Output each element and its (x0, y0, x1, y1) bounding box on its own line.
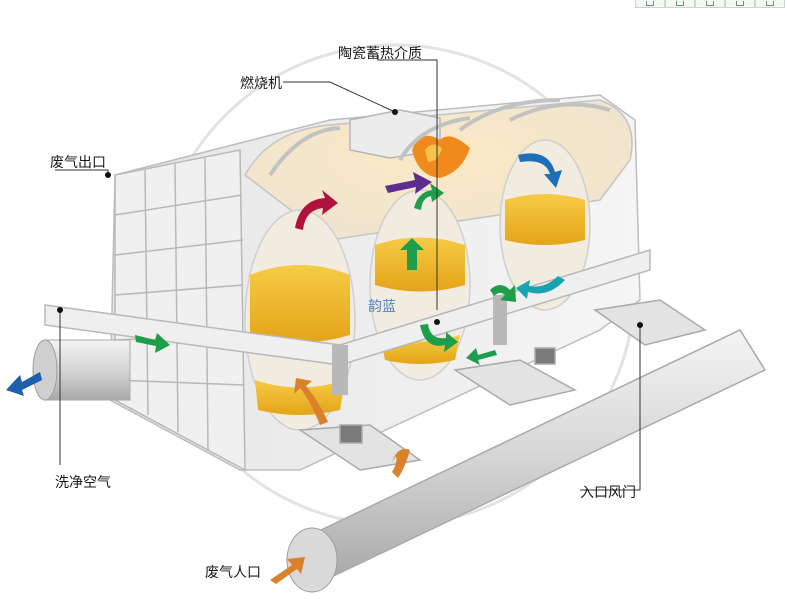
label-inlet-damper: 入口风门 (580, 485, 636, 501)
front-frame (114, 149, 246, 472)
green-arrow-circle-icon (420, 324, 458, 352)
refresh-icon[interactable] (665, 0, 695, 8)
label-burner: 燃烧机 (240, 76, 282, 92)
rib-bands (268, 98, 611, 177)
orange-arrow-left-icon (294, 378, 328, 425)
home-icon[interactable] (635, 0, 665, 8)
window-icon[interactable] (725, 0, 755, 8)
chamber-right (499, 139, 591, 311)
exhaust-arrow-icon (6, 372, 42, 396)
green-arrow-mid-icon (490, 285, 516, 302)
exhaust-outlet-pipe (32, 339, 131, 401)
label-exhaust-inlet: 废气人口 (205, 565, 261, 581)
label-ceramic-media: 陶瓷蓄热介质 (338, 46, 422, 62)
orange-arrow-inlet-icon (270, 557, 305, 584)
label-exhaust-outlet: 废气出口 (50, 155, 106, 171)
leader-dots (57, 109, 643, 328)
purple-arrow-icon (385, 172, 432, 194)
flow-arrows (6, 153, 565, 584)
green-arrow-pipe-icon (135, 333, 170, 353)
toolbar (635, 0, 785, 8)
inlet-main-pipe (286, 329, 767, 593)
crimson-arrow-icon (295, 190, 338, 230)
orange-arrow-mid-icon (392, 448, 410, 478)
blue-arrow-icon (518, 153, 562, 188)
chamber-left (244, 209, 356, 431)
label-clean-air: 洗净空气 (55, 475, 111, 491)
inlet-dampers (297, 299, 707, 471)
share-icon[interactable] (695, 0, 725, 8)
settings-icon[interactable] (755, 0, 785, 8)
flame-icon (412, 135, 470, 178)
green-arrow-up-1-icon (400, 238, 424, 270)
green-arrow-low-icon (466, 348, 497, 365)
teal-arrow-icon (516, 276, 565, 299)
watermark: 韵蓝 (368, 299, 396, 315)
